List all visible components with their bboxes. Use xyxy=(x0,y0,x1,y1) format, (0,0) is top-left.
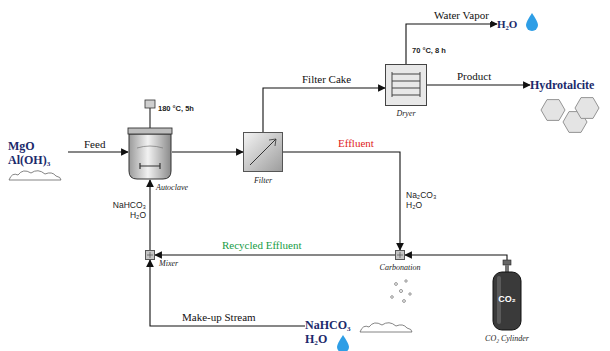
hexagon-crystals xyxy=(541,98,599,133)
autoclave-vessel xyxy=(128,128,172,134)
stream-arrow xyxy=(68,151,128,152)
stream-composition: Na₂CO₃ H₂O xyxy=(406,190,452,210)
mixer-symbol xyxy=(146,251,155,260)
powder-pile xyxy=(359,319,413,333)
dryer-symbol xyxy=(392,72,420,97)
gas-cylinder xyxy=(503,260,511,265)
equipment-caption: Filter xyxy=(254,176,272,186)
autoclave-vessel xyxy=(140,163,160,169)
powder-pile xyxy=(9,171,61,180)
stream-arrow xyxy=(283,152,400,250)
stream-arrow xyxy=(149,180,150,250)
stream-composition: NaHCO₃ H₂O xyxy=(96,200,146,220)
stream-arrow xyxy=(172,151,243,152)
carbonation-unit: Carbonation xyxy=(395,250,405,260)
equipment-caption: Carbonation xyxy=(380,263,421,273)
make-up-source: NaHCO₃ H₂O xyxy=(305,318,357,346)
product-output: Hydrotalcite xyxy=(530,78,594,92)
stream-arrow xyxy=(155,254,395,255)
mixer-symbol xyxy=(145,250,155,260)
stream-label: Product xyxy=(455,70,493,83)
filter-symbol xyxy=(243,132,283,172)
water-drop xyxy=(526,13,538,31)
stream-label: Effluent xyxy=(336,137,376,150)
gas-cylinder xyxy=(505,265,509,272)
co2-bubbles xyxy=(391,296,394,299)
stream-arrow xyxy=(263,88,385,132)
autoclave: 180 °C, 5hAutoclave xyxy=(128,128,172,180)
filter-symbol xyxy=(244,133,283,172)
powder-pile xyxy=(8,167,62,181)
equipment-caption: Autoclave xyxy=(156,183,188,193)
output-label: H₂O xyxy=(497,17,517,31)
water-drop xyxy=(337,335,349,351)
powder-pile xyxy=(360,323,412,332)
feed-material: MgO Al(OH)₃ xyxy=(8,139,64,167)
carbonation-symbol xyxy=(397,252,403,258)
carbonation-symbol xyxy=(396,251,405,260)
water-drop xyxy=(526,13,538,31)
equipment-caption: CO₂ Cylinder xyxy=(485,334,529,344)
co2-bubbles xyxy=(395,283,398,286)
stream-arrow xyxy=(406,24,497,64)
hexagon-crystals xyxy=(575,98,599,119)
stream-label: Recycled Effluent xyxy=(220,239,304,252)
water-drop xyxy=(337,335,349,351)
stream-arrow xyxy=(405,255,507,260)
dryer-symbol xyxy=(386,65,427,106)
stream-arrow xyxy=(150,260,305,326)
filter-symbol xyxy=(250,139,276,165)
co2-bubbles xyxy=(400,290,403,293)
autoclave-vessel xyxy=(129,134,171,179)
stream-label: Feed xyxy=(82,138,107,151)
filter-symbol xyxy=(269,139,276,146)
co2-bubbles xyxy=(391,280,411,303)
co2-bubbles xyxy=(409,293,411,295)
dryer: 70 °C, 8 hDryer xyxy=(385,64,427,106)
equipment-caption: Mixer xyxy=(159,259,178,269)
co2-bubbles xyxy=(405,280,407,282)
dryer-symbol xyxy=(385,64,427,106)
cylinder-label: CO₂ xyxy=(498,294,516,305)
condition-label: 180 °C, 5h xyxy=(158,104,194,113)
mixer-symbol xyxy=(147,252,153,258)
stream-label: Water Vapor xyxy=(432,9,491,22)
water-output: H₂O xyxy=(497,17,533,31)
mixer: Mixer xyxy=(145,250,155,260)
stream-arrow xyxy=(427,84,530,85)
condition-label: 70 °C, 8 h xyxy=(412,46,446,55)
equipment-caption: Dryer xyxy=(396,109,415,119)
stream-label: Filter Cake xyxy=(300,73,353,86)
co2-cylinder: CO₂CO₂ Cylinder xyxy=(492,272,522,330)
autoclave-vessel xyxy=(145,100,155,108)
carbonation-symbol xyxy=(395,250,405,260)
autoclave-vessel xyxy=(137,146,163,148)
filter: Filter xyxy=(243,132,283,172)
make-up-material: NaHCO₃ H₂O xyxy=(305,318,357,346)
hexagon-crystals xyxy=(538,96,600,140)
connector-group xyxy=(68,24,530,326)
raw-material-source: MgO Al(OH)₃ xyxy=(8,139,64,181)
product-label: Hydrotalcite xyxy=(530,78,594,92)
hexagon-crystals xyxy=(541,100,565,121)
gas-cylinder xyxy=(493,272,521,330)
stream-label: Make-up Stream xyxy=(180,311,258,324)
co2-bubbles xyxy=(403,300,406,303)
